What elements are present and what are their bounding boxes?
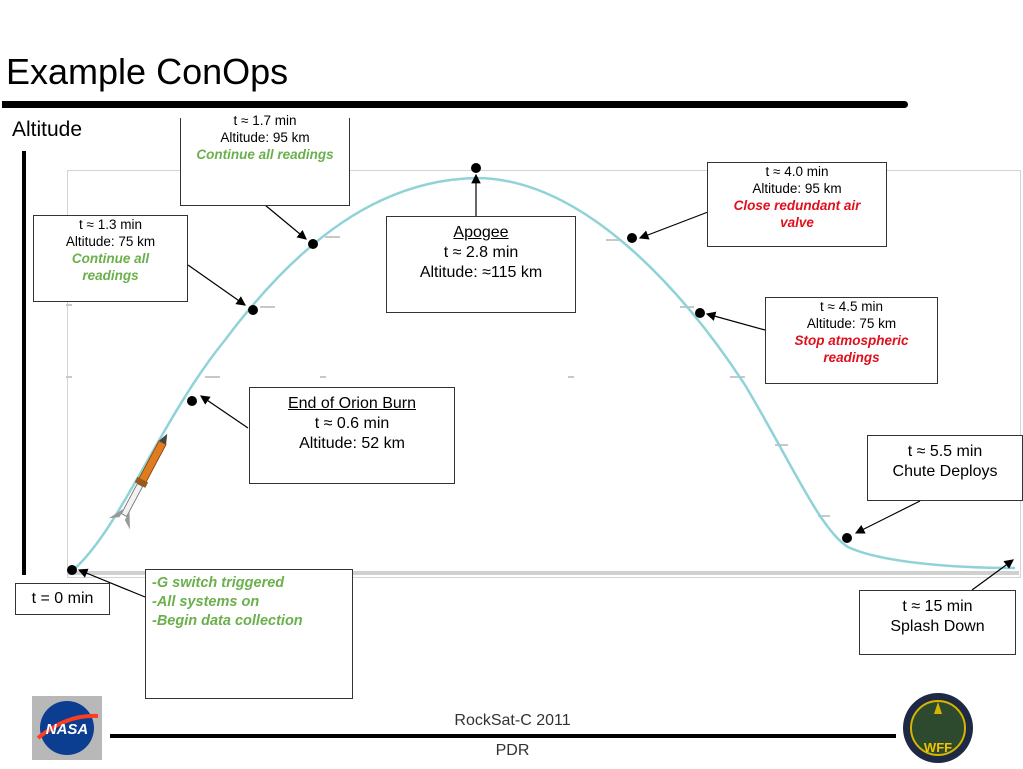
callout-t40: t ≈ 4.0 min Altitude: 95 km Close redund…	[707, 162, 887, 247]
footer-program: RockSat-C 2011	[454, 712, 571, 729]
arrow-t17	[264, 204, 307, 240]
point-t40	[627, 233, 637, 243]
orion-burn-altitude: Altitude: 52 km	[299, 435, 405, 452]
arrow-t0	[77, 568, 146, 598]
orion-burn-time: t ≈ 0.6 min	[314, 415, 390, 432]
callout-t45-altitude: Altitude: 75 km	[806, 316, 897, 331]
orion-burn-title: End of Orion Burn	[287, 395, 417, 412]
launch-action-2: -All systems on	[152, 594, 260, 610]
point-apogee	[471, 163, 481, 173]
plot-frame	[67, 170, 1021, 578]
trajectory-curve	[71, 176, 1016, 572]
callout-t13-action: Continue all readings	[71, 251, 150, 283]
arrow-t13	[187, 264, 246, 306]
callout-t13: t ≈ 1.3 min Altitude: 75 km Continue all…	[33, 215, 188, 302]
launch-action-1: -G switch triggered	[152, 575, 285, 591]
nasa-logo-text: NASA	[46, 721, 89, 738]
y-axis	[22, 151, 26, 575]
apogee-time: t ≈ 2.8 min	[443, 244, 519, 261]
footer-rule	[110, 734, 896, 738]
callout-t17-time: t ≈ 1.7 min	[233, 113, 297, 128]
callout-t17-action: Continue all readings	[196, 147, 334, 162]
wff-logo-text: WFF	[924, 740, 952, 755]
point-launch	[67, 565, 77, 575]
callout-t45-action: Stop atmospheric readings	[794, 333, 909, 365]
trajectory-points	[67, 163, 852, 575]
callout-t40-time: t ≈ 4.0 min	[765, 164, 829, 179]
rocket-icon	[108, 433, 168, 530]
callout-t17-altitude: Altitude: 95 km	[220, 130, 310, 145]
point-t17	[308, 239, 318, 249]
wff-logo: WFF	[900, 688, 976, 764]
arrow-t55	[854, 500, 921, 534]
arrow-t45	[705, 311, 766, 331]
callout-t55: t ≈ 5.5 min Chute Deploys	[867, 435, 1023, 501]
callout-launch-actions: -G switch triggered -All systems on -Beg…	[145, 569, 353, 699]
callout-t13-time: t ≈ 1.3 min	[79, 217, 142, 232]
callout-t15-time: t ≈ 15 min	[902, 598, 973, 615]
callout-orion-burn: End of Orion Burn t ≈ 0.6 min Altitude: …	[249, 387, 455, 484]
leader-arrows	[77, 173, 1014, 598]
arrow-t40	[638, 211, 709, 240]
callout-t15: t ≈ 15 min Splash Down	[859, 590, 1016, 655]
slide-title: Example ConOps	[6, 51, 289, 92]
callout-t45-time: t ≈ 4.5 min	[820, 299, 883, 314]
title-rule	[2, 101, 908, 108]
footer-review: PDR	[495, 742, 530, 759]
point-t13	[248, 305, 258, 315]
callout-t40-altitude: Altitude: 95 km	[752, 181, 842, 196]
callout-t45: t ≈ 4.5 min Altitude: 75 km Stop atmosph…	[765, 297, 938, 384]
callout-apogee: Apogee t ≈ 2.8 min Altitude: ≈115 km	[386, 216, 576, 313]
point-orion-burn	[187, 396, 197, 406]
launch-action-3: -Begin data collection	[152, 613, 303, 629]
point-t55	[842, 533, 852, 543]
apogee-altitude: Altitude: ≈115 km	[419, 264, 543, 281]
callout-t17: t ≈ 1.7 min Altitude: 95 km Continue all…	[180, 113, 350, 206]
callout-t55-action: Chute Deploys	[892, 463, 998, 480]
callout-t13-altitude: Altitude: 75 km	[65, 234, 156, 249]
arrow-orion	[200, 395, 249, 429]
callout-t40-action: Close redundant air valve	[733, 198, 861, 230]
callout-t0: t = 0 min	[15, 583, 110, 615]
apogee-title: Apogee	[453, 224, 509, 241]
nasa-logo: NASA	[32, 696, 102, 760]
callout-t55-time: t ≈ 5.5 min	[907, 443, 983, 460]
point-t45	[695, 308, 705, 318]
ground-line	[67, 571, 1019, 575]
y-axis-label: Altitude	[12, 118, 83, 141]
callout-t0-time: t = 0 min	[31, 590, 94, 607]
callout-t15-action: Splash Down	[890, 618, 985, 635]
arrow-t15	[971, 559, 1014, 591]
